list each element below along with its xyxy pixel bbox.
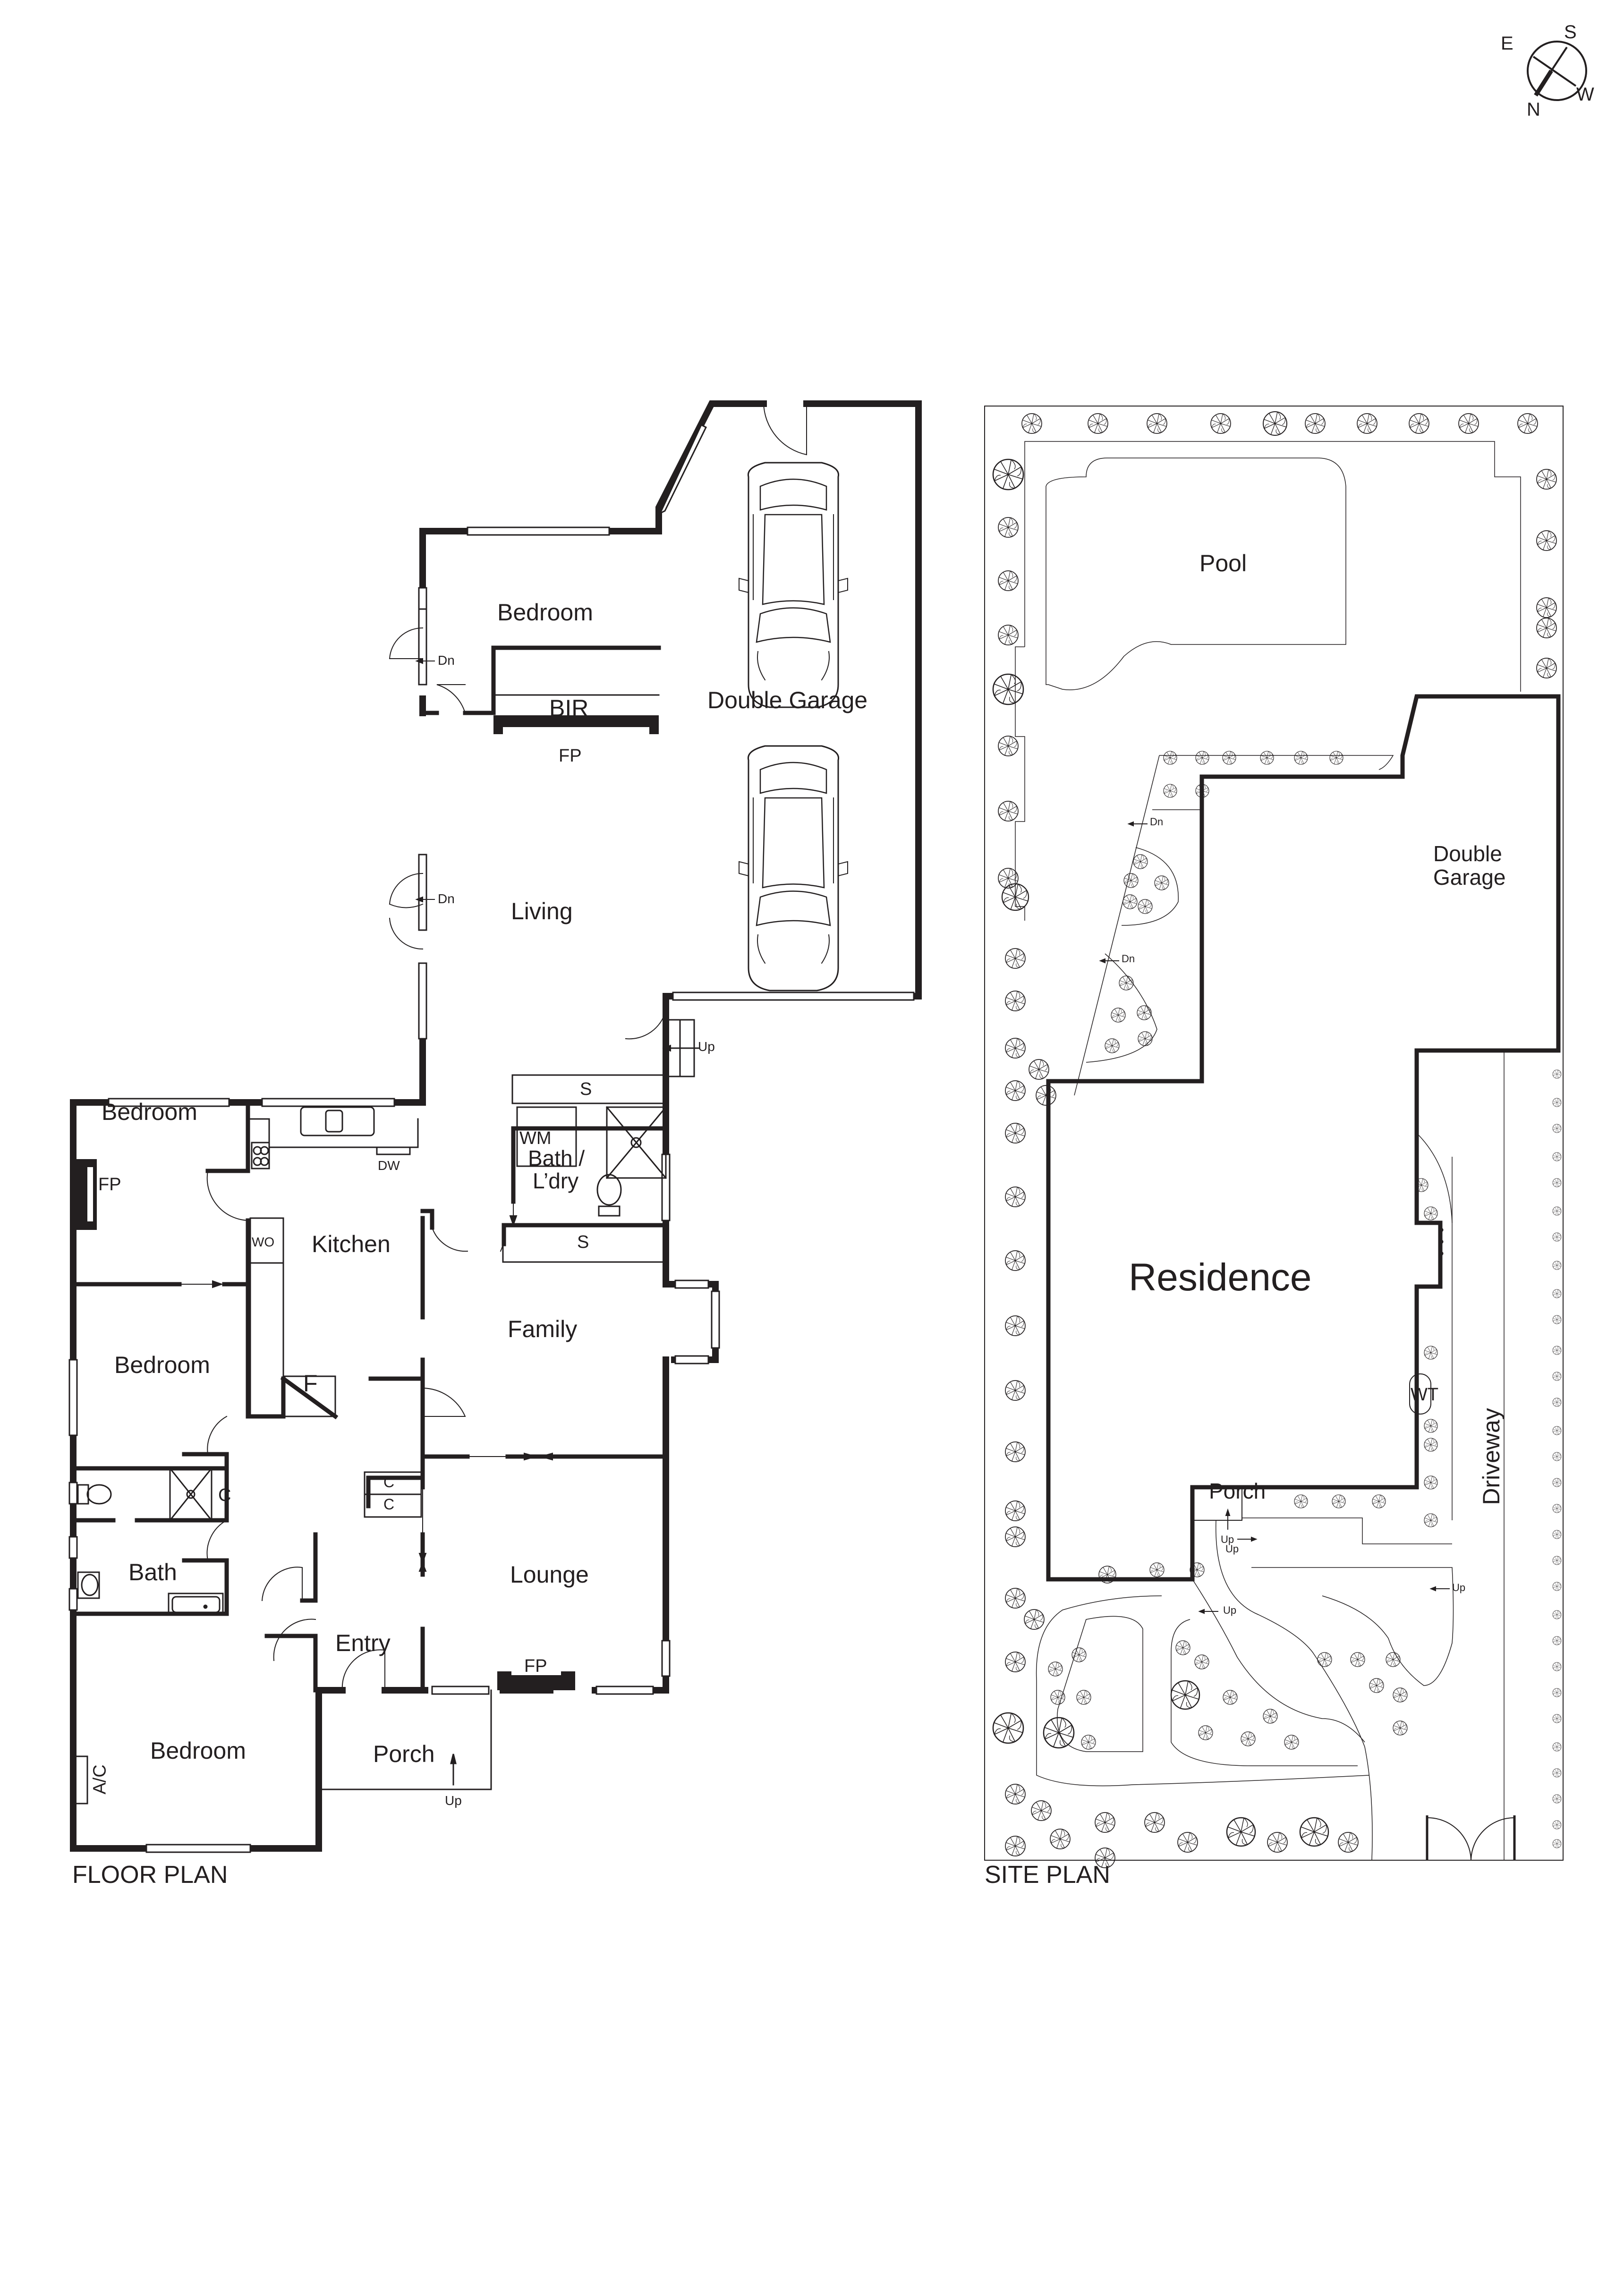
room-lounge: Lounge	[510, 1561, 589, 1588]
bir-label: BIR	[549, 695, 589, 721]
dishwasher-label: DW	[378, 1158, 400, 1173]
compass-east-label: E	[1501, 33, 1513, 54]
room-living: Living	[511, 898, 573, 924]
site-stairs-down-2-label: Dn	[1122, 953, 1135, 965]
room-bedroom-left-top: Bedroom	[102, 1099, 197, 1125]
site-porch-label: Porch	[1209, 1479, 1266, 1503]
room-bedroom-top: Bedroom	[497, 599, 593, 626]
site-stairs-up-garden-label: Up	[1223, 1604, 1237, 1616]
site-trees	[992, 411, 1562, 1868]
storage-top-label: S	[580, 1079, 592, 1099]
floor-plan-title: FLOOR PLAN	[72, 1861, 228, 1889]
room-bath-laundry-line1: Bath /	[528, 1146, 585, 1170]
room-bedroom-main: Bedroom	[150, 1737, 246, 1764]
water-tank-label: WT	[1411, 1385, 1439, 1405]
site-stairs-up-porch-label: Up	[1221, 1533, 1234, 1545]
site-stairs-up-path-label: Up	[1225, 1543, 1239, 1555]
stairs-down-living-label: Dn	[438, 891, 455, 906]
site-driveway-label: Driveway	[1478, 1408, 1505, 1505]
cupboard-2-label: C	[383, 1496, 395, 1513]
site-pool-label: Pool	[1199, 550, 1247, 576]
room-bath-laundry-line2: L’dry	[533, 1169, 579, 1193]
compass-west-label: W	[1576, 84, 1594, 105]
site-stairs-up-driveway-label: Up	[1452, 1582, 1466, 1593]
site-double-garage-line2: Garage	[1433, 865, 1506, 890]
stairs-up-porch-label: Up	[445, 1793, 462, 1808]
storage-bottom-label: S	[577, 1232, 589, 1252]
floor-plan-drawing	[68, 400, 922, 1853]
stairs-down-bedroom-label: Dn	[438, 653, 455, 668]
stairs-up-garage-label: Up	[698, 1039, 715, 1054]
site-stairs-down-1-label: Dn	[1150, 816, 1164, 828]
room-bedroom-left-mid: Bedroom	[114, 1352, 210, 1378]
fireplace-living-label: FP	[559, 746, 582, 766]
compass-icon	[1527, 41, 1587, 101]
compass-north-label: N	[1527, 99, 1540, 120]
site-double-garage-line1: Double	[1433, 841, 1502, 866]
room-kitchen: Kitchen	[312, 1231, 391, 1257]
fireplace-lounge-label: FP	[524, 1656, 547, 1676]
washing-machine-label: WM	[519, 1128, 552, 1148]
site-plan-drawing	[984, 406, 1564, 1861]
room-bath: Bath	[128, 1559, 177, 1585]
air-conditioner-label: A/C	[90, 1764, 110, 1795]
cupboard-1-label: C	[383, 1474, 395, 1491]
room-family: Family	[508, 1316, 578, 1342]
cupboard-bath-label: C	[218, 1485, 231, 1505]
compass-south-label: S	[1564, 22, 1577, 42]
site-plan-title: SITE PLAN	[985, 1861, 1110, 1889]
site-residence-label: Residence	[1129, 1256, 1312, 1299]
room-porch: Porch	[373, 1741, 435, 1767]
fridge-label: F	[303, 1370, 318, 1397]
wall-oven-label: WO	[252, 1235, 275, 1249]
fireplace-bedroom-label: FP	[98, 1175, 121, 1195]
room-entry: Entry	[335, 1630, 391, 1656]
room-double-garage: Double Garage	[707, 687, 868, 713]
